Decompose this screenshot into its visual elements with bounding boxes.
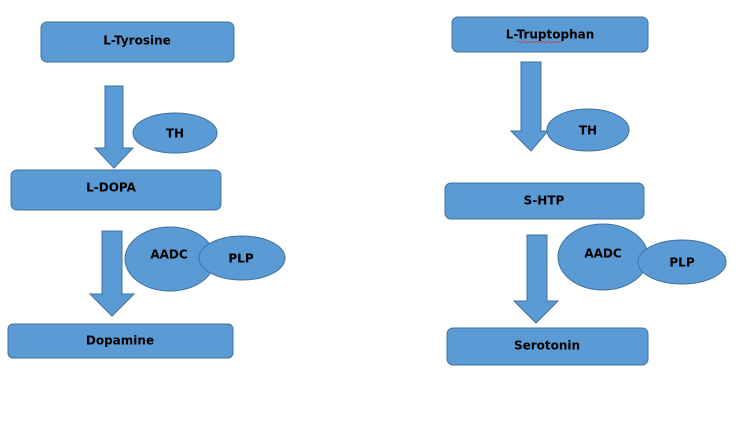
spellcheck-underline (516, 40, 563, 44)
node-dopamine (7, 323, 234, 359)
cofactor-plp-label: PLP (228, 252, 253, 266)
arrow-down-icon (512, 234, 560, 324)
node-serotonin (446, 327, 649, 366)
enzyme-th (546, 108, 630, 152)
dopamine-pathway: L-Tyrosine TH L-DOPA AADC PLP Dopamine (7, 21, 286, 359)
enzyme-th-label: TH (166, 127, 184, 141)
enzyme-aadc-label: AADC (150, 248, 188, 262)
node-l-tyrosine (40, 21, 235, 63)
cofactor-plp (637, 239, 727, 285)
enzyme-aadc-label: AADC (584, 247, 622, 261)
node-l-tyrosine-label: L-Tyrosine (103, 34, 171, 48)
node-s-htp-label: S-HTP (524, 194, 565, 208)
serotonin-pathway: L-Truptophan TH S-HTP AADC PLP Serotonin (444, 16, 727, 366)
node-l-dopa-label: L-DOPA (86, 181, 136, 195)
arrow-down-icon (509, 61, 550, 152)
node-serotonin-label: Serotonin (514, 339, 580, 353)
node-l-dopa (10, 169, 222, 211)
arrow-down-icon (88, 230, 136, 317)
node-s-htp (444, 182, 645, 220)
cofactor-plp-label: PLP (669, 256, 694, 270)
node-l-tryptophan-label: L-Truptophan (506, 28, 595, 42)
node-l-tryptophan (451, 16, 649, 53)
enzyme-th (132, 112, 218, 154)
arrow-down-icon (93, 85, 135, 169)
enzyme-th-label: TH (579, 124, 597, 138)
cofactor-plp (198, 235, 286, 281)
node-dopamine-label: Dopamine (86, 334, 154, 348)
